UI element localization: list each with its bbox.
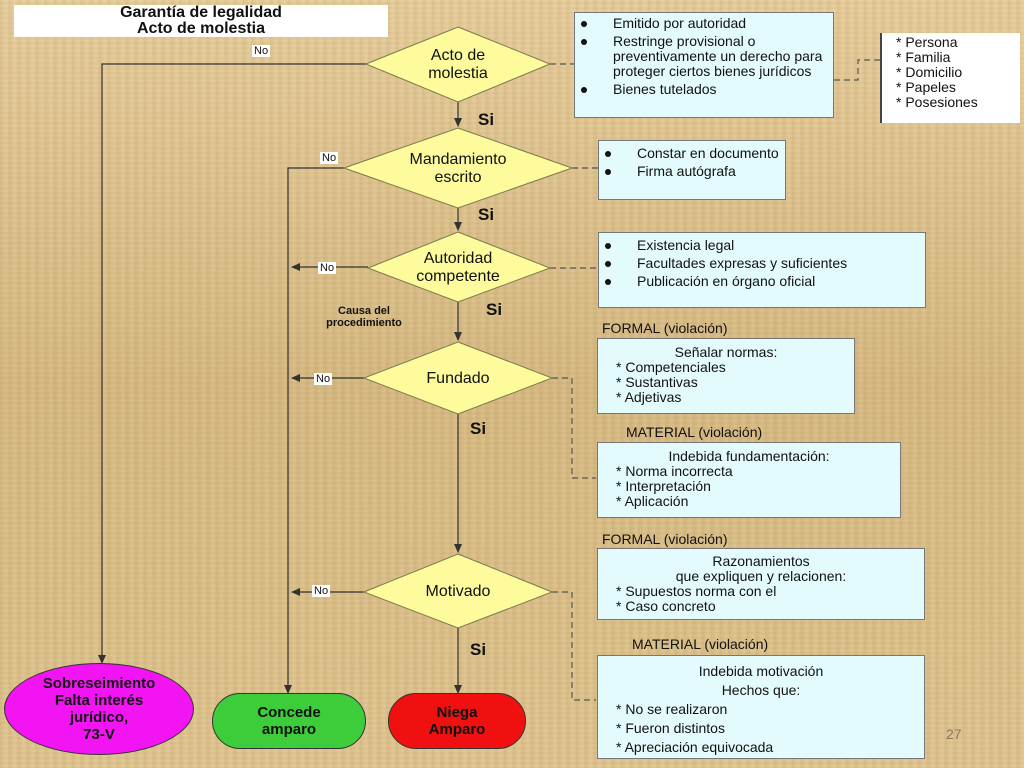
niega-line-2: Amparo [428,721,486,738]
link-bienes [834,59,880,81]
diamond-fundado-label: Fundado [396,370,520,388]
acto-item-2: Restringe provisional o preventivamente … [575,34,833,79]
diamond-mandamiento-line-1: Mandamiento [409,151,507,168]
fundado-formal-title: Señalar normas: [674,344,778,360]
box-motivado-formal: Razonamientos que expliquen y relacionen… [597,548,925,620]
motivado-formal-title-1: Razonamientos [712,553,810,569]
label-si-1: Si [478,110,495,129]
box-fundado-material: Indebida fundamentación: * Norma incorre… [597,442,901,518]
motivado-material-title-1: Indebida motivación [698,663,824,679]
motivado-formal-title-2: que expliquen y relacionen: [675,568,847,584]
mandamiento-item-1: Constar en documento [599,146,785,161]
decision-diamonds [342,26,574,629]
diamond-fundado-line-1: Fundado [426,370,490,387]
label-si-4: Si [470,419,487,438]
connector-no-acto [98,63,366,664]
motivado-material-item-3: * Apreciación equivocada [616,739,774,755]
motivado-material-title-2: Hechos que: [721,682,801,698]
link-fundado-boxes [552,377,596,479]
motivado-formal-item-1: * Supuestos norma con el [616,583,777,599]
diamond-mandamiento-line-2: escrito [434,169,482,186]
label-no-acto: No [252,45,271,57]
box-autoridad-competente: Existencia legal Facultades expresas y s… [598,232,926,308]
label-si-2: Si [478,205,495,224]
label-si-5: Si [470,640,487,659]
outcome-niega-amparo: Niega Amparo [388,693,526,749]
diamond-acto-de-molestia [364,26,552,103]
autoridad-item-2: Facultades expresas y suficientes [599,256,925,271]
sobreseimiento-line-3: jurídico, [69,709,129,726]
bien-5: * Posesiones [896,94,978,110]
fundado-material-title: Indebida fundamentación: [668,448,830,464]
title-line-2: Acto de molestia [136,20,266,37]
diamond-motivado-line-1: Motivado [425,583,491,600]
box-bienes-tutelados: * Persona * Familia * Domicilio * Papele… [880,33,1020,123]
mandamiento-item-2: Firma autógrafa [599,164,785,179]
fundado-formal-head: FORMAL (violación) [602,320,728,336]
fundado-formal-item-3: * Adjetivas [616,389,682,405]
diamond-acto-line-2: molestia [428,65,488,82]
box-acto-molestia: Emitido por autoridad Restringe provisio… [574,12,834,118]
label-si-3: Si [486,300,503,319]
diamond-mandamiento-escrito [342,127,574,209]
causa-line-2: procedimiento [326,317,402,329]
title-line-1: Garantía de legalidad [120,4,282,21]
diamond-autoridad-label: Autoridad competente [390,250,526,286]
link-motivado-boxes [552,591,596,701]
causa-procedimiento-label: Causa del procedimiento [304,305,424,329]
label-no-motivado: No [312,585,331,597]
acto-item-1: Emitido por autoridad [575,16,833,31]
fundado-material-item-1: * Norma incorrecta [616,463,733,479]
diamond-mandamiento-label: Mandamiento escrito [378,151,538,187]
autoridad-item-1: Existencia legal [599,238,925,253]
diamond-fundado [362,341,554,415]
fundado-material-head: MATERIAL (violación) [626,424,763,440]
label-no-fundado: No [314,373,333,385]
diagram-title: Garantía de legalidad Acto de molestia [14,5,388,37]
sobreseimiento-line-2: Falta interés [54,692,144,709]
sobreseimiento-line-4: 73-V [83,726,115,743]
concede-line-1: Concede [257,704,321,721]
outcome-concede-amparo: Concede amparo [212,693,366,749]
fundado-material-item-2: * Interpretación [616,478,711,494]
outcome-sobreseimiento: Sobreseimiento Falta interés jurídico, 7… [4,663,194,755]
bien-1: * Persona [896,34,958,50]
diamond-motivado-label: Motivado [396,583,520,601]
diamond-acto-label: Acto de molestia [396,47,520,83]
acto-item-3: Bienes tutelados [575,82,833,97]
motivado-formal-head: FORMAL (violación) [602,531,728,547]
niega-line-1: Niega [436,704,478,721]
diamond-autoridad-line-1: Autoridad [423,250,493,267]
page-number: 27 [946,726,962,742]
diamond-motivado [362,553,554,629]
label-no-mandamiento: No [320,152,339,164]
diamond-autoridad-line-2: competente [416,268,500,285]
motivado-formal-item-2: * Caso concreto [616,598,716,614]
box-mandamiento-escrito: Constar en documento Firma autógrafa [598,140,786,200]
fundado-formal-item-1: * Competenciales [616,359,726,375]
label-no-autoridad: No [318,262,337,274]
causa-line-1: Causa del [338,305,390,317]
motivado-material-head: MATERIAL (violación) [632,636,769,652]
motivado-material-item-2: * Fueron distintos [616,720,725,736]
bien-4: * Papeles [896,79,956,95]
fundado-formal-item-2: * Sustantivas [616,374,698,390]
sobreseimiento-line-1: Sobreseimiento [42,675,156,692]
concede-line-2: amparo [261,721,317,738]
bien-3: * Domicilio [896,64,963,80]
fundado-material-item-3: * Aplicación [616,493,689,509]
connector-no-mandamiento [284,167,344,694]
autoridad-item-3: Publicación en órgano oficial [599,274,925,289]
bien-2: * Familia [896,49,951,65]
box-motivado-material: Indebida motivación Hechos que: * No se … [597,655,925,759]
diamond-autoridad-competente [366,231,552,303]
diamond-acto-line-1: Acto de [430,47,486,64]
motivado-material-item-1: * No se realizaron [616,701,728,717]
box-fundado-formal: Señalar normas: * Competenciales * Susta… [597,338,855,414]
